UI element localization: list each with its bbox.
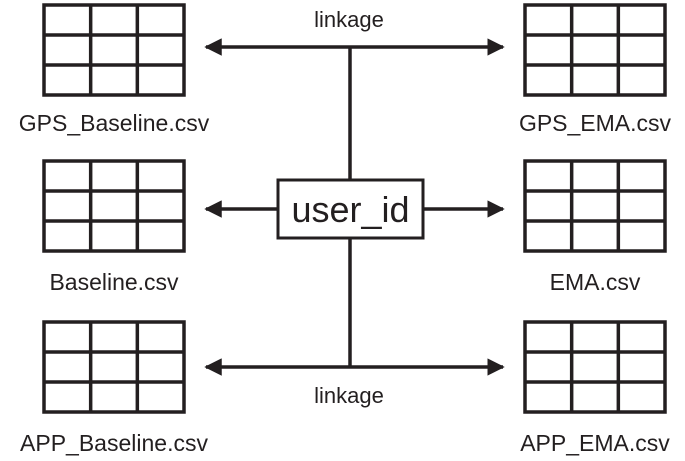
table-label: GPS_EMA.csv	[519, 110, 672, 136]
table-grid-icon	[42, 3, 186, 97]
table-label: EMA.csv	[550, 269, 641, 295]
table-app-baseline: APP_Baseline.csv	[20, 320, 208, 456]
table-grid-frame	[523, 3, 667, 97]
table-ema: EMA.csv	[523, 159, 667, 295]
table-grid-icon	[42, 320, 186, 414]
table-gps-baseline: GPS_Baseline.csv	[19, 3, 210, 136]
table-grid-icon	[523, 320, 667, 414]
table-label: Baseline.csv	[49, 269, 179, 295]
table-grid-icon	[523, 3, 667, 97]
table-grid-frame	[523, 320, 667, 414]
table-grid-frame	[42, 159, 186, 253]
table-grid-icon	[42, 159, 186, 253]
center-node-label: user_id	[291, 189, 409, 230]
linkage-label-top: linkage	[314, 7, 384, 32]
table-grid-frame	[42, 320, 186, 414]
table-app-ema: APP_EMA.csv	[520, 320, 670, 456]
table-gps-ema: GPS_EMA.csv	[519, 3, 672, 136]
table-grid-frame	[42, 3, 186, 97]
table-label: GPS_Baseline.csv	[19, 110, 210, 136]
center-node: user_id	[276, 178, 425, 240]
linkage-label-bottom: linkage	[314, 383, 384, 408]
connectors	[204, 38, 505, 376]
center-node-box	[276, 178, 425, 240]
table-baseline: Baseline.csv	[42, 159, 186, 295]
table-label: APP_Baseline.csv	[20, 430, 208, 456]
table-grid-frame	[523, 159, 667, 253]
table-grid-icon	[523, 159, 667, 253]
table-label: APP_EMA.csv	[520, 430, 670, 456]
